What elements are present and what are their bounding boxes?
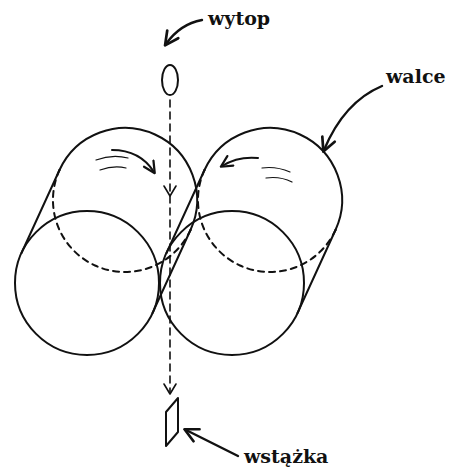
melt-path (169, 100, 171, 392)
part-label: wytop (208, 8, 270, 29)
ribbon (166, 398, 178, 446)
sketch-stroke (262, 168, 290, 173)
sketch-stroke (100, 167, 126, 170)
rotation-arrow (222, 158, 258, 166)
callout-arrow (186, 430, 238, 456)
right-roller (160, 128, 342, 355)
sketch-stroke (96, 156, 128, 160)
callout-arrow (324, 86, 382, 150)
callout-arrow (166, 20, 202, 44)
flow-arrowhead (164, 186, 176, 196)
melt-drop (162, 65, 178, 95)
sketch-stroke (266, 178, 292, 183)
part-label: wstążka (244, 446, 328, 467)
flow-arrowhead (164, 384, 176, 394)
rotation-arrow (112, 150, 154, 172)
part-label: walce (386, 66, 446, 87)
